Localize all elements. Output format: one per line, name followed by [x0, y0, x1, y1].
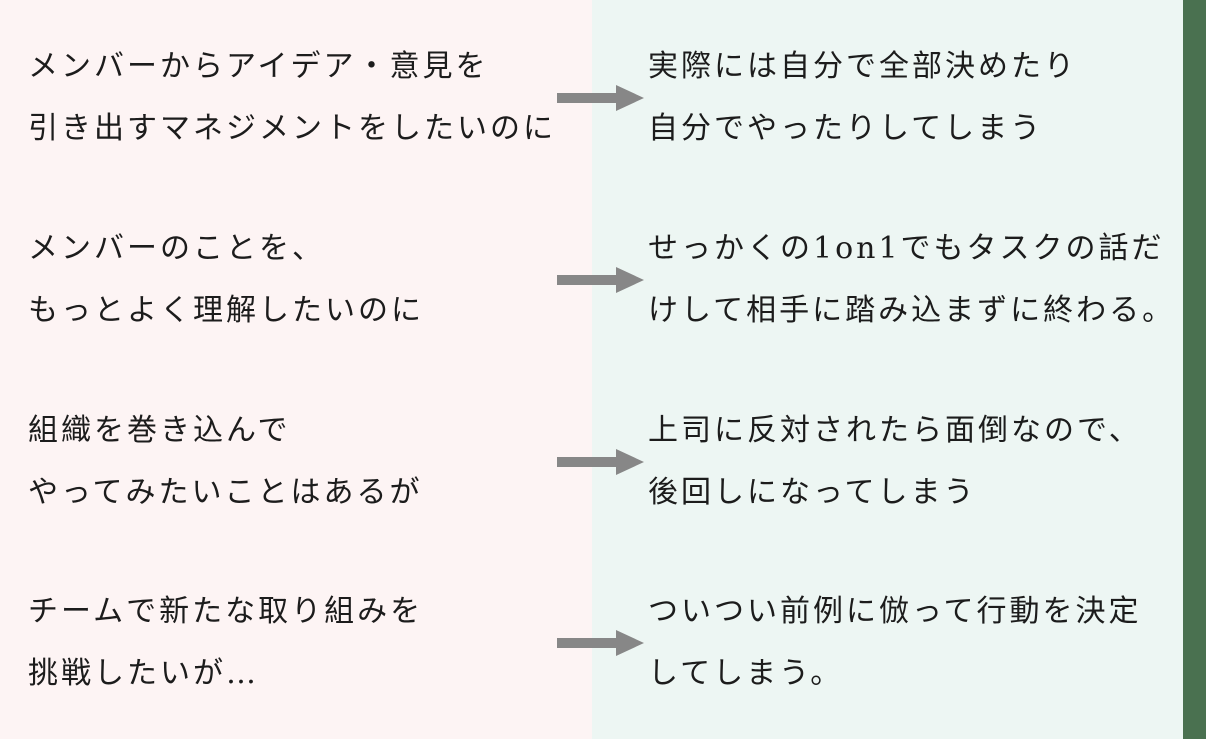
aspiration-text-line: メンバーのことを、	[28, 231, 325, 266]
right-panel-background	[592, 0, 1206, 739]
arrow-right-icon	[557, 449, 644, 475]
reality-text: せっかくの1on1でもタスクの話だ けして相手に踏み込まずに終わる。	[648, 218, 1175, 342]
aspiration-text-line: やってみたいことはあるが	[28, 475, 423, 510]
comparison-row: メンバーのことを、 もっとよく理解したいのに せっかくの1on1でもタスクの話だ…	[0, 190, 1206, 370]
reality-text-line: 自分でやったりしてしまう	[648, 111, 1044, 146]
accent-strip	[1183, 0, 1206, 739]
aspiration-text-line: メンバーからアイデア・意見を	[28, 49, 489, 84]
arrow-shaft	[557, 638, 616, 648]
reality-text-line: せっかくの1on1でもタスクの話だ	[648, 231, 1165, 266]
comparison-row: 組織を巻き込んで やってみたいことはあるが 上司に反対されたら面倒なので、 後回…	[0, 372, 1206, 552]
aspiration-text: メンバーのことを、 もっとよく理解したいのに	[28, 218, 424, 342]
aspiration-text-line: 引き出すマネジメントをしたいのに	[28, 111, 556, 146]
reality-text-line: けして相手に踏み込まずに終わる。	[648, 293, 1176, 328]
arrow-head	[616, 449, 644, 475]
arrow-shaft	[557, 275, 616, 285]
arrow-head	[616, 85, 644, 111]
comparison-row: チームで新たな取り組みを 挑戦したいが… ついつい前例に倣って行動を決定 してし…	[0, 553, 1206, 733]
reality-text-line: ついつい前例に倣って行動を決定	[648, 594, 1142, 629]
reality-text: 実際には自分で全部決めたり 自分でやったりしてしまう	[648, 36, 1077, 160]
arrow-right-icon	[557, 85, 644, 111]
aspiration-text-line: チームで新たな取り組みを	[28, 594, 424, 629]
aspiration-text: メンバーからアイデア・意見を 引き出すマネジメントをしたいのに	[28, 36, 556, 160]
reality-text: ついつい前例に倣って行動を決定 してしまう。	[648, 581, 1142, 705]
aspiration-text-line: 挑戦したいが…	[28, 656, 259, 691]
reality-text-line: 上司に反対されたら面倒なので、	[648, 413, 1142, 448]
arrow-shaft	[557, 457, 616, 467]
arrow-head	[616, 267, 644, 293]
comparison-row: メンバーからアイデア・意見を 引き出すマネジメントをしたいのに 実際には自分で全…	[0, 8, 1206, 188]
aspiration-text: 組織を巻き込んで やってみたいことはあるが	[28, 400, 423, 524]
arrow-right-icon	[557, 630, 644, 656]
left-panel-background	[0, 0, 592, 739]
arrow-head	[616, 630, 644, 656]
aspiration-text-line: 組織を巻き込んで	[28, 413, 291, 448]
arrow-shaft	[557, 93, 616, 103]
reality-text: 上司に反対されたら面倒なので、 後回しになってしまう	[648, 400, 1142, 524]
reality-text-line: 後回しになってしまう	[648, 475, 977, 510]
arrow-right-icon	[557, 267, 644, 293]
reality-text-line: してしまう。	[648, 656, 844, 691]
aspiration-text-line: もっとよく理解したいのに	[28, 293, 424, 328]
aspiration-text: チームで新たな取り組みを 挑戦したいが…	[28, 581, 423, 705]
reality-text-line: 実際には自分で全部決めたり	[648, 49, 1077, 84]
